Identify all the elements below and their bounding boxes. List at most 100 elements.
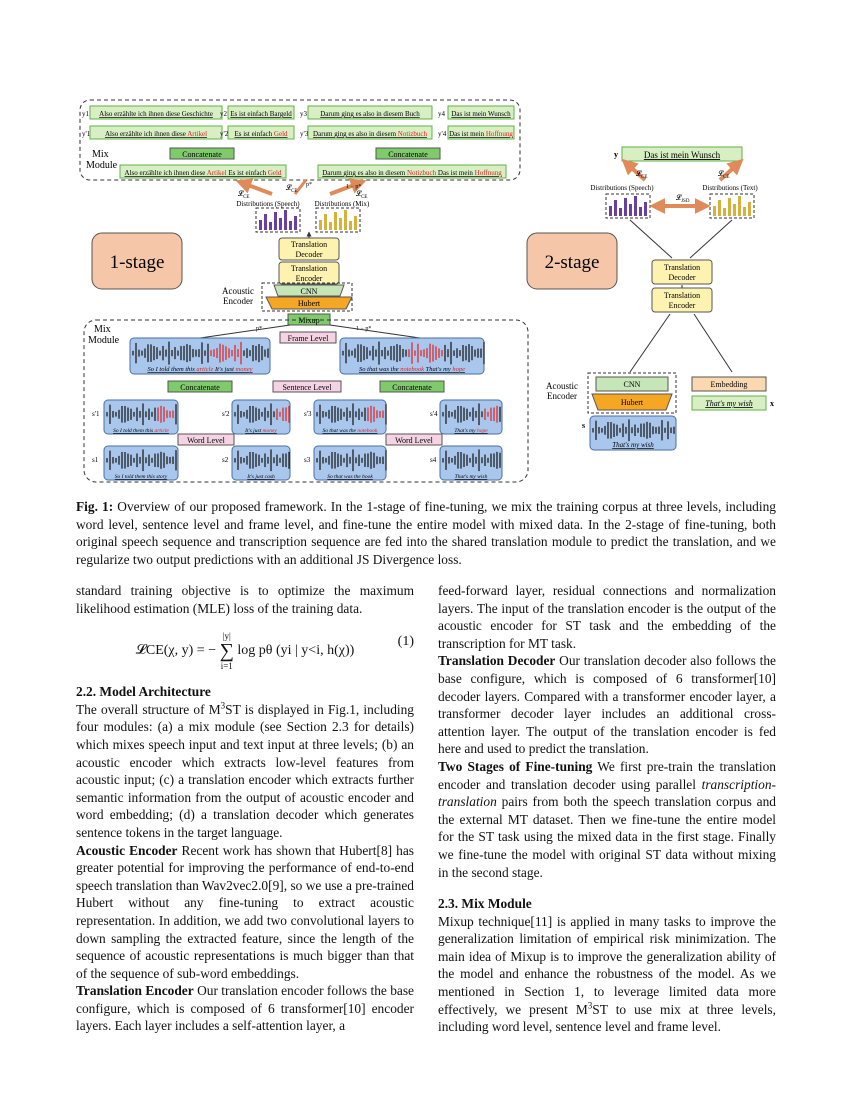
dist-mix-bar-5 [339,218,342,230]
dist-mix-bar-3 [329,222,332,230]
frame-level-label-box [279,331,337,344]
mix-module-text: Mixup technique[11] is applied in many t… [438,913,776,1035]
y-text-2: Es ist einfach Bargeld [230,110,292,118]
loss-arrow-mix [329,178,367,196]
stage2-dist-text-bar-5 [733,204,736,216]
dist-mix-bar-1 [319,220,322,230]
sprime-label-1: s'1 [92,410,100,418]
stage2-dist-speech-bar-5 [629,204,632,216]
sprime-label-2: s'2 [222,410,230,418]
loss-arrow-center [293,179,308,195]
concat-top-1 [169,147,235,160]
loss-label-3: 𝓛CE [356,190,367,200]
yprime-label-1: y'1 [82,130,91,138]
s-label-2: s2 [222,456,229,464]
frame-caption-right: So that was the notebook That's my hope [359,366,465,373]
pstar-top: p* [306,182,312,188]
two-stages-text-a: We first pre-train the translation encod… [438,758,777,792]
acoustic-encoder-box-1 [261,282,353,312]
svg-text:CNN: CNN [624,380,641,389]
top-mix-module-box [79,99,521,181]
stage2-dist-text-bar-2 [718,200,721,216]
s-wave-2-box [231,445,291,481]
y-label-3: y3 [300,110,308,118]
bottom-mix-module-box [83,319,529,483]
s-caption-1: So I told them this story [115,474,168,480]
dist-speech-bar-3 [269,222,272,230]
stage2-y-label: y [614,150,618,159]
dist-mix-bar-6 [344,210,347,230]
y-label-4: y4 [438,110,446,118]
stage2-dist-text-label: Distributions (Text) [702,184,758,192]
x-text: That's my wish [705,399,753,408]
yprime-text-3: Darum ging es also in diesem Notizbuch [313,130,427,138]
svg-text:𝓛CE: 𝓛CE [636,170,647,180]
sprime-wave-4-box [439,399,503,435]
s-label-4: s4 [430,456,437,464]
stage2-dist-speech-bar-4 [624,198,627,216]
mixed-right-box [317,164,507,179]
sprime-caption-4: That's my hope [454,428,488,434]
two-stages-text-b: pairs from both the speech translation c… [438,794,776,880]
concat-top-2 [375,147,441,160]
stage2-dist-text-bar-3 [723,208,726,216]
acoustic-encoder-text: Recent work has shown that Hubert[8] has… [76,842,414,981]
s-label: s [582,421,585,430]
frame-level-label: Frame Level [288,334,329,343]
sentence-level-label-box [272,380,342,393]
stage2-label: 2-stage [545,252,600,273]
loss-arrow-speech [235,178,273,196]
svg-text:Hubert: Hubert [621,398,644,407]
embedding-box [691,376,767,392]
s-wave-4-box [439,445,503,481]
two-stages-italic: transcription-translation [438,776,776,810]
sentence-level-label: Sentence Level [282,383,332,392]
stage2-dist-speech-bar-8 [644,202,647,216]
stage2-y-text: Das ist mein Wunsch [644,150,721,160]
left-p1: The overall structure of M3ST is display… [76,700,415,840]
stage2-wave-caption: That's my wish [612,441,654,449]
stage2-dist-text-bar-7 [743,207,746,216]
svg-text:𝓛CE: 𝓛CE [718,170,729,180]
caption-text: Overview of our proposed framework. In t… [76,499,776,567]
s-caption-2: It's just cash [246,474,275,480]
figure-overview: Mix Module Also erzählte ich ihnen diese… [79,99,774,483]
stage2-dist-text-box [709,193,755,219]
yprime-text-4: Das ist mein Hoffnung [449,130,513,138]
sprime-caption-2: It's just money [244,428,277,434]
stage2-dist-text-bar-4 [728,198,731,216]
equation-1: 𝓛CE(χ, y) = − |y| ∑ i=1 log pθ (yi | y<i… [135,631,414,672]
translation-encoder-1 [278,261,340,285]
cnn-block-2 [595,376,669,392]
equation-sum-top: |y| [222,631,231,642]
svg-text:Encoder: Encoder [547,391,577,401]
y-text-4: Das ist mein Wunsch [451,110,511,118]
x-text-box [691,395,767,411]
dist-speech-bar-2 [264,214,267,230]
dist-speech-bar-5 [279,218,282,230]
dist-speech-bar-8 [294,216,297,230]
hubert-label-1: Hubert [298,299,321,308]
stage2-dist-speech-bar-7 [639,207,642,216]
stage2-dist-speech-bar-2 [614,200,617,216]
loss-label-1: 𝓛CE [238,190,249,200]
translation-decoder-2 [651,259,713,285]
equation-lhs: 𝓛CE(χ, y) = − [135,643,217,659]
stage2-dist-speech-bar-1 [609,206,612,216]
dist-mix-box [315,207,361,233]
stage2-y-box [621,146,743,162]
cnn-label-1: CNN [301,287,318,296]
translation-decoder-text: Our translation decoder also follows the… [438,653,776,757]
dist-mix-bar-2 [324,214,327,230]
sprime-caption-3: So that was the notebook [322,428,378,434]
concat-sentence-left [167,380,233,393]
mixed-left-box [119,164,287,179]
cnn-block-1 [273,284,345,297]
stage2-dist-speech-bar-6 [634,196,637,216]
concat-top-label-1: Concatenate [182,150,222,159]
svg-text:Acoustic: Acoustic [546,381,578,391]
yprime-box-1 [89,125,223,140]
figure-caption: Fig. 1: Overview of our proposed framewo… [76,498,776,568]
yprime-text-1: Also erzählte ich ihnen diese Artikel [105,130,207,138]
svg-text:Concatenate: Concatenate [392,383,432,392]
